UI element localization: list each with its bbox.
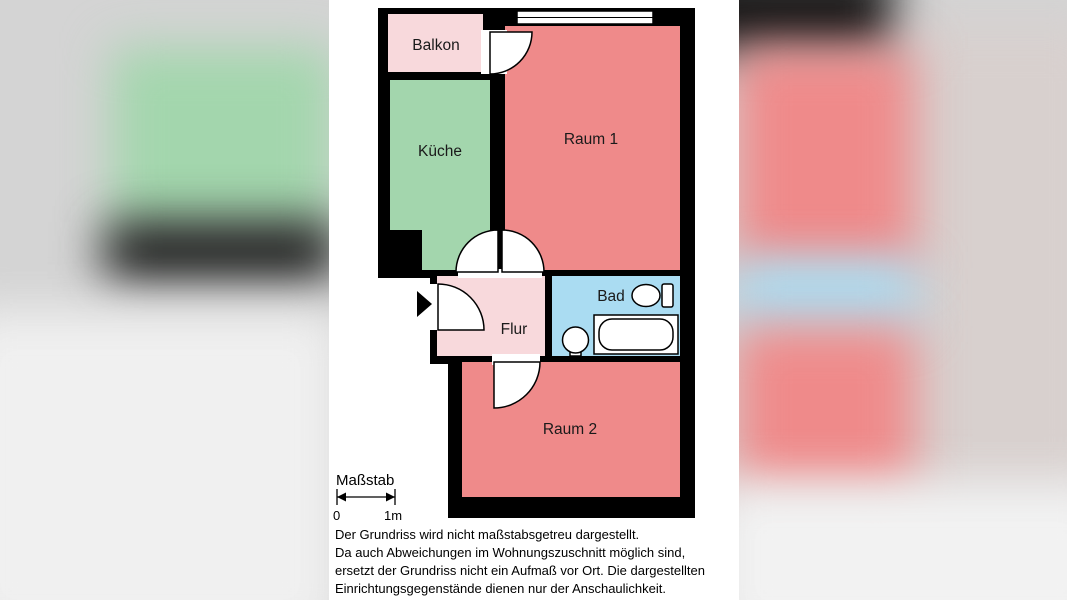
disclaimer-line-4: Einrichtungsgegenstände dienen nur der A… [335,581,667,596]
scale-arrow-right-icon [386,492,395,502]
door-swing-balkon [489,31,533,75]
room-label-raum1: Raum 1 [564,131,618,148]
room-balkon [388,14,483,72]
background-blur-white-right [715,482,1067,600]
scale-meter-label: 1m [384,508,402,523]
background-blur-dark-left [105,222,335,280]
door-swing-entrance [437,283,485,331]
bathtub-icon [593,314,679,355]
disclaimer: Der Grundriss wird nicht maßstabsgetreu … [335,526,705,598]
room-label-flur: Flur [501,321,528,338]
disclaimer-line-1: Der Grundriss wird nicht maßstabsgetreu … [335,527,640,542]
background-blur-salmon-top [735,48,915,268]
disclaimer-line-2: Da auch Abweichungen im Wohnungszuschnit… [335,545,686,560]
room-kueche [390,80,490,270]
door-opening-raum2 [492,354,540,365]
background-blur-green [112,48,334,236]
window-icon [516,10,654,25]
scale-title: Maßstab [336,472,394,489]
door-swing-kueche [455,229,499,273]
room-label-kueche: Küche [418,143,462,160]
scale-arrow-left-icon [337,492,346,502]
background-blur-salmon-bottom [735,326,915,492]
room-raum1 [505,26,680,270]
floorplan: Balkon Küche Raum 1 Bad Flur Raum 2 Maßs… [333,8,695,523]
room-label-bad: Bad [597,288,625,305]
scale-zero-label: 0 [333,508,340,523]
scale-indicator: Maßstab 0 1m [333,472,402,523]
door-swing-raum1 [501,229,545,273]
background-blur-white-left [0,310,340,600]
room-label-balkon: Balkon [412,37,459,54]
entrance-arrow-icon [417,291,432,317]
background-blur-grey-right [912,25,1067,500]
background-blur-blue [735,262,915,328]
sink-icon [561,326,590,357]
door-opening-entrance [428,284,439,330]
door-opening-flur-top [458,269,542,278]
door-swing-raum2 [493,361,541,409]
toilet-icon [631,283,674,308]
room-label-raum2: Raum 2 [543,421,597,438]
disclaimer-line-3: ersetzt der Grundriss nicht ein Aufmaß v… [335,563,705,578]
